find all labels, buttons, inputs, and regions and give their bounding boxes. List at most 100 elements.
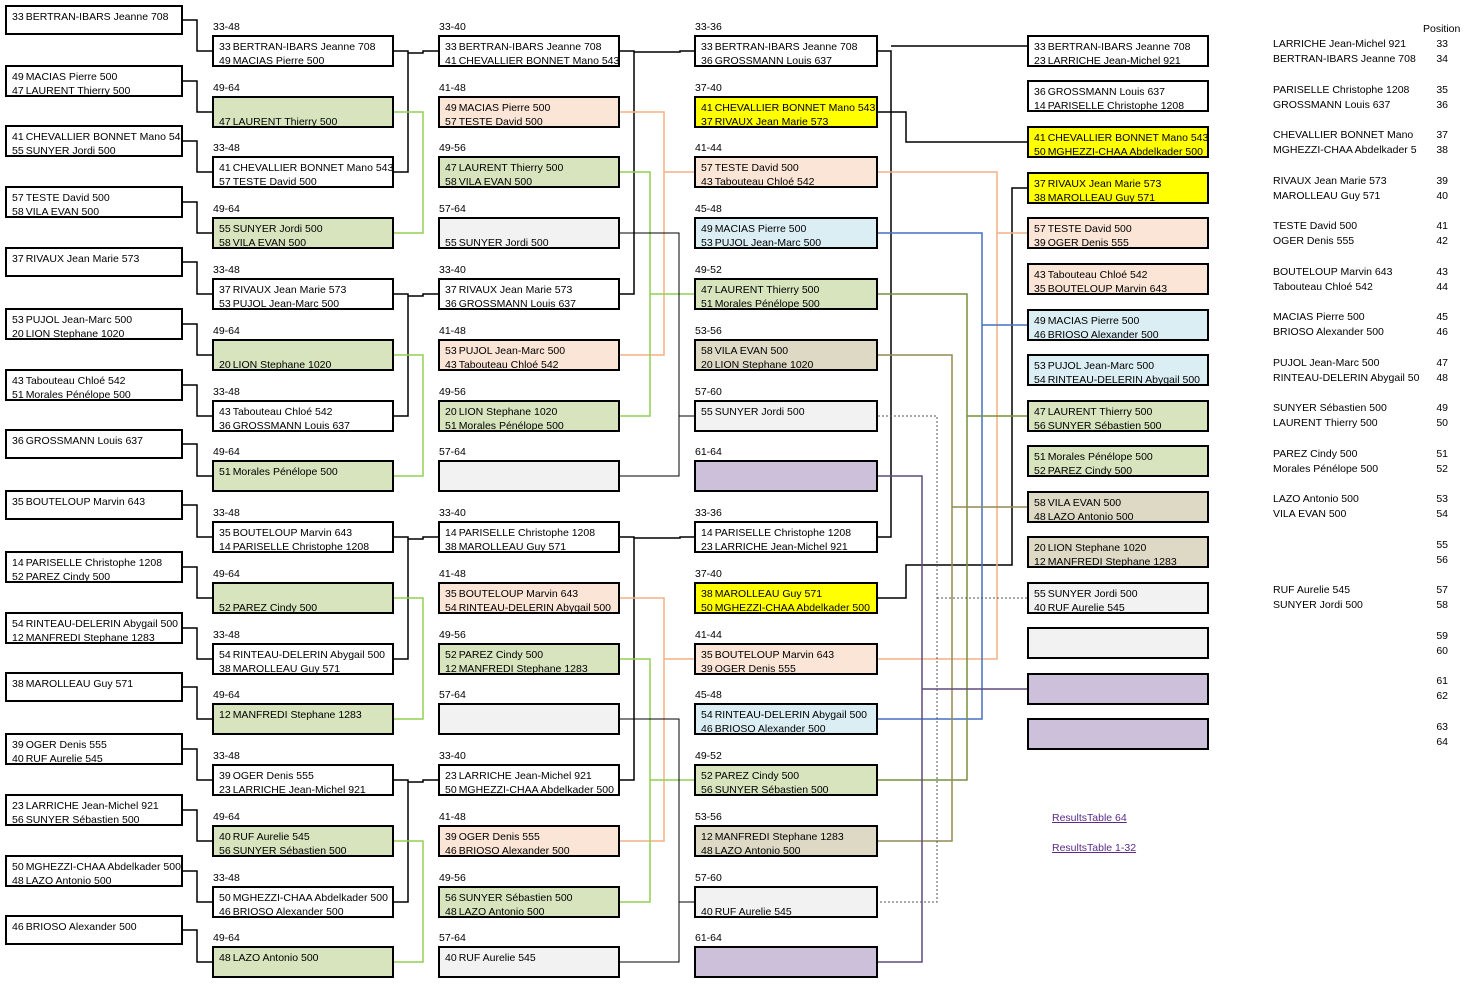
- results-table-1-32-link[interactable]: ResultsTable 1-32: [1052, 842, 1137, 854]
- player-name: SUNYER Jordi 500: [714, 406, 805, 418]
- round4-match-box[interactable]: [1027, 718, 1209, 750]
- player-name: BERTRAN-IBARS Jeanne 708: [714, 41, 858, 53]
- round4-match-box[interactable]: [1027, 627, 1209, 659]
- player-name: BOUTELOUP Marvin 643: [714, 649, 835, 661]
- seed-number: 41: [701, 102, 713, 114]
- round2-match-box[interactable]: [438, 703, 620, 735]
- results-table-64-link[interactable]: ResultsTable 64: [1052, 812, 1127, 824]
- round3-match-box[interactable]: [694, 946, 878, 978]
- match-range-label: 41-44: [695, 629, 722, 641]
- seed-number: 41: [12, 131, 24, 143]
- round4-match-box[interactable]: [1027, 673, 1209, 705]
- connector-line: [620, 232, 680, 477]
- round3-match-box[interactable]: [694, 460, 878, 492]
- player-name: RINTEAU-DELERIN Abygail 500: [458, 602, 611, 614]
- round2-match-box[interactable]: [438, 460, 620, 492]
- seed-number: 35: [701, 649, 713, 661]
- seed-number: 33: [701, 41, 713, 53]
- connector-line: [394, 840, 424, 963]
- connector-line: [634, 536, 694, 539]
- position-player: PUJOL Jean-Marc 500: [1273, 356, 1380, 369]
- seed-number: 33: [219, 41, 231, 53]
- connector-line: [408, 293, 438, 297]
